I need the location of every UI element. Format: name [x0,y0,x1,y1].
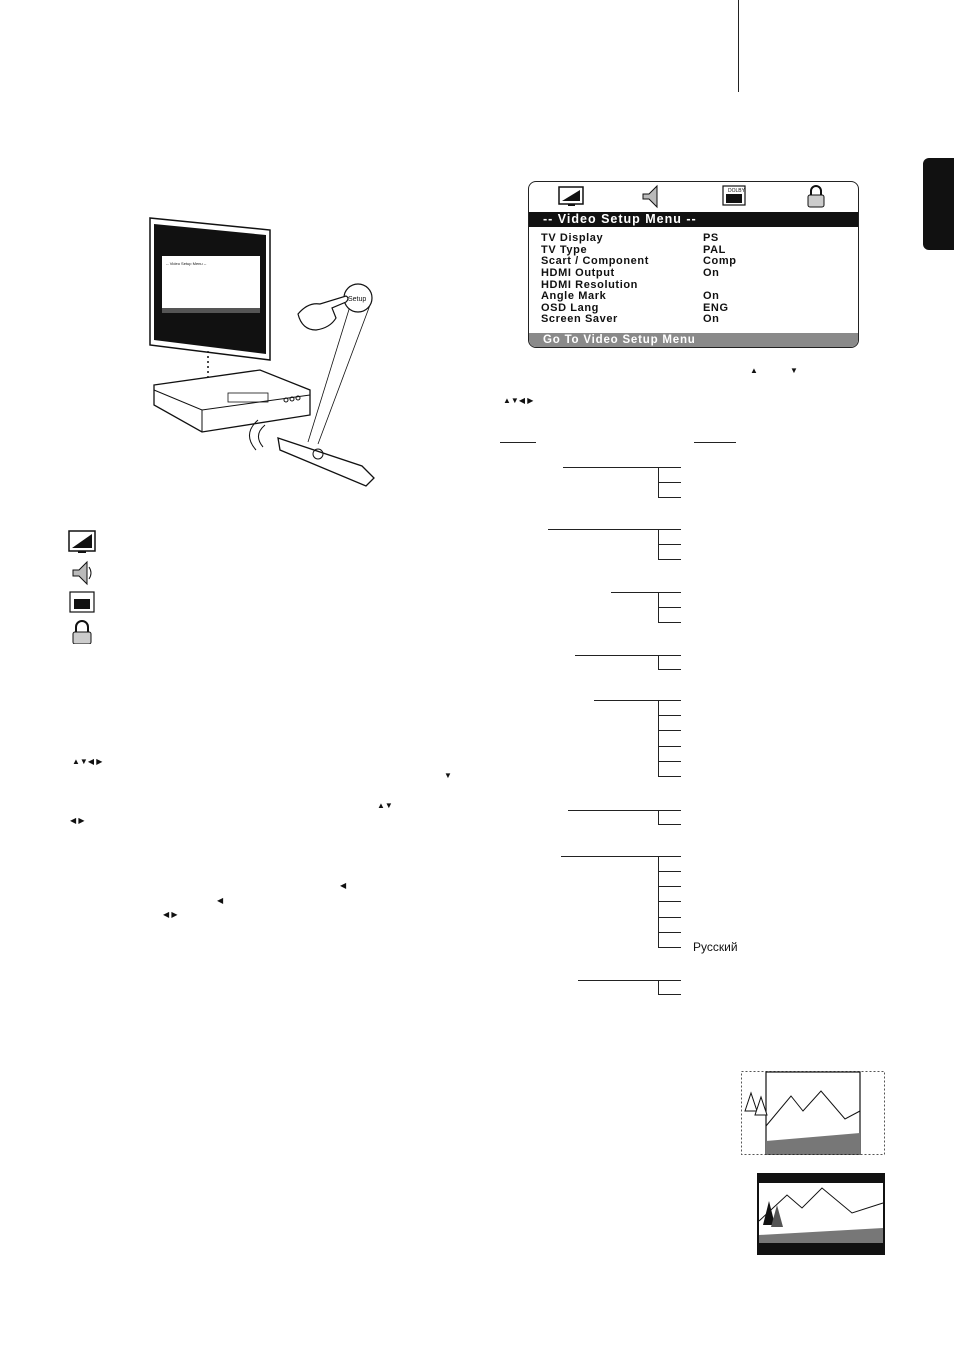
pan-scan-illustration [741,1071,885,1155]
osd-row-label: Angle Mark [541,290,607,302]
lock-icon [72,620,92,644]
down-arrow-icon: ▼ [790,366,798,375]
osd-row[interactable]: Angle Mark On [541,290,841,302]
osd-row-label: OSD Lang [541,302,599,314]
column-underline [694,442,736,443]
osd-row-label: TV Type [541,244,588,256]
osd-row[interactable]: TV Type PAL [541,244,841,256]
osd-row-value: On [703,267,720,279]
osd-row-value: PAL [703,244,726,256]
osd-row[interactable]: OSD Lang ENG [541,302,841,314]
left-arrow-icon: ◀ [217,896,224,905]
video-setup-icon [68,530,96,553]
osd-row-value: On [703,313,720,325]
osd-row[interactable]: HDMI Output On [541,267,841,279]
osd-row-value: PS [703,232,719,244]
osd-row-label: Screen Saver [541,313,618,325]
up-arrow-icon: ▲ [750,366,758,375]
osd-footer: Go To Video Setup Menu [529,333,858,347]
dolby-setup-icon [69,591,95,613]
setup-button-label: Setup [348,296,366,303]
osd-row-label: HDMI Output [541,267,615,279]
osd-row-value: On [703,290,720,302]
video-setup-icon [558,186,584,206]
audio-setup-icon [642,184,658,209]
osd-row[interactable]: TV Display PS [541,232,841,244]
osd-row-label: TV Display [541,232,604,244]
nav-arrows-icon: ▲▼◀ ▶ [503,396,534,405]
column-underline [500,442,536,443]
left-right-arrows-icon: ◀ ▶ [163,910,178,919]
left-right-arrows-icon: ◀ ▶ [70,816,85,825]
osd-row-label: Scart / Component [541,255,649,267]
osd-row-label: HDMI Resolution [541,279,638,291]
nav-arrows-icon: ▲▼◀ ▶ [72,757,103,766]
page-rule [738,0,739,92]
tv-screen-title: -- Video Setup Menu -- [166,261,207,266]
up-down-arrows-icon: ▲▼ [377,801,393,810]
audio-setup-icon [72,560,92,586]
osd-row[interactable]: HDMI Resolution [541,279,841,291]
language-tab [923,158,954,250]
left-arrow-icon: ◀ [340,881,347,890]
osd-title-bar: -- Video Setup Menu -- [529,212,858,227]
osd-row-value: ENG [703,302,729,314]
osd-icon-bar: DOLBY [558,184,825,209]
osd-row[interactable]: Scart / Component Comp [541,255,841,267]
osd-footer-label: Go To Video Setup Menu [543,334,696,346]
down-arrow-icon: ▼ [444,771,452,780]
osd-row[interactable]: Screen Saver On [541,313,841,325]
osd-title: -- Video Setup Menu -- [543,212,697,226]
dolby-badge: DOLBY [728,188,746,194]
letterbox-illustration [757,1173,885,1255]
setup-illustration: -- Video Setup Menu -- Setup [149,217,375,487]
osd-row-value: Comp [703,255,737,267]
setup-icon-list [68,530,96,644]
lock-icon [807,185,825,208]
dolby-setup-icon: DOLBY [722,185,746,206]
language-option-russian: Русский [693,940,738,954]
